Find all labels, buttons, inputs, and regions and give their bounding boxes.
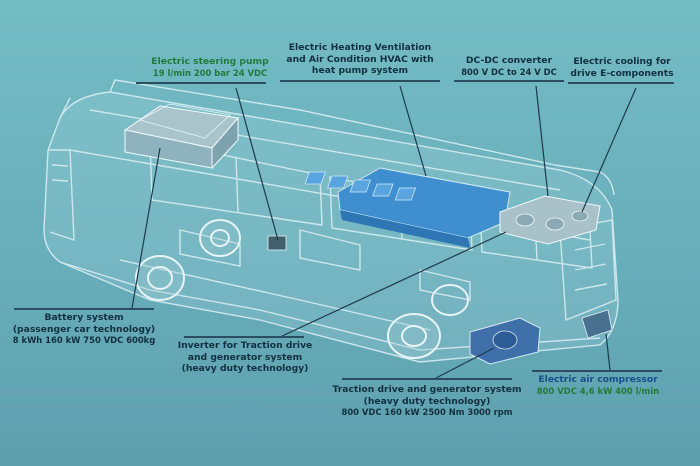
- traction-line-2: (heavy duty technology): [363, 395, 491, 407]
- rear-wheel: [387, 313, 441, 359]
- compressor-spec: 800 VDC 4,6 kW 400 l/min: [536, 385, 660, 396]
- label-inverter: Inverter for Traction drive and generato…: [176, 340, 314, 375]
- cooling-line-1: Electric cooling for: [573, 56, 671, 67]
- rule-steering-pump: [136, 82, 266, 84]
- hvac-line-3: heat pump system: [311, 65, 409, 76]
- hvac-unit-component: [304, 167, 511, 248]
- dcdc-title: DC-DC converter: [465, 55, 553, 66]
- inverter-line-1: Inverter for Traction drive: [177, 340, 313, 351]
- label-battery: Battery system (passenger car technology…: [6, 312, 162, 347]
- air-compressor-component: [581, 309, 613, 339]
- cooling-line-2: drive E-components: [570, 67, 674, 79]
- label-traction: Traction drive and generator system (hea…: [330, 384, 524, 419]
- traction-line-1: Traction drive and generator system: [332, 384, 522, 395]
- battery-line-2: (passenger car technology): [12, 323, 156, 335]
- rule-traction: [342, 378, 512, 380]
- dcdc-spec: 800 V DC to 24 V DC: [461, 66, 557, 77]
- label-compressor: Electric air compressor 800 VDC 4,6 kW 4…: [528, 374, 668, 397]
- rule-cooling: [568, 82, 674, 84]
- rule-inverter: [184, 336, 304, 338]
- rule-battery: [14, 308, 154, 310]
- inverter-line-2: and generator system: [187, 351, 303, 363]
- label-cooling: Electric cooling for drive E-components: [566, 56, 678, 79]
- battery-pack-component: [123, 103, 239, 170]
- battery-line-3: 8 kWh 160 kW 750 VDC 600kg: [12, 335, 156, 345]
- rule-dcdc: [454, 80, 564, 82]
- label-dcdc: DC-DC converter 800 V DC to 24 V DC: [454, 55, 564, 78]
- traction-line-3: 800 VDC 160 kW 2500 Nm 3000 rpm: [341, 407, 513, 417]
- leader-lines: [131, 85, 637, 379]
- rule-hvac: [280, 80, 440, 82]
- dcdc-cooling-component: [499, 195, 601, 245]
- label-hvac: Electric Heating Ventilation and Air Con…: [280, 42, 440, 77]
- middle-wheel: [199, 219, 241, 257]
- traction-drive-component: [469, 317, 541, 365]
- battery-line-1: Battery system: [44, 312, 124, 323]
- inverter-line-3: (heavy duty technology): [181, 363, 309, 374]
- steering-pump-spec: 19 l/min 200 bar 24 VDC: [152, 67, 268, 78]
- rule-compressor: [532, 370, 662, 372]
- hvac-line-2: and Air Condition HVAC with: [286, 53, 434, 65]
- front-wheel: [135, 255, 185, 301]
- hvac-line-1: Electric Heating Ventilation: [288, 42, 432, 53]
- wheels: [135, 219, 469, 359]
- compressor-title: Electric air compressor: [538, 374, 658, 385]
- steering-pump-title: Electric steering pump: [151, 56, 269, 67]
- label-steering-pump: Electric steering pump 19 l/min 200 bar …: [120, 56, 300, 79]
